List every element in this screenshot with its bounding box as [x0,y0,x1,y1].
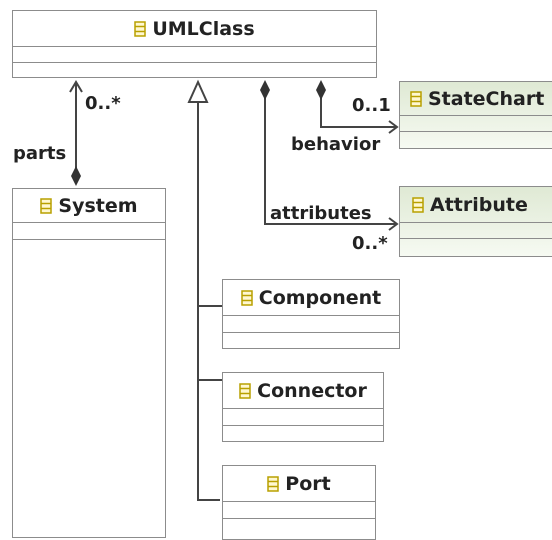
generalization-triangle [187,79,209,103]
class-attribute[interactable]: Attribute [399,186,552,257]
class-system[interactable]: System [12,188,166,538]
class-attribute-header: Attribute [400,187,552,222]
class-umlclass-header: UMLClass [13,11,376,46]
class-icon [267,475,280,492]
class-statechart-name: StateChart [428,87,545,110]
attributes-composition-diamond [260,80,270,100]
attributes-association-line[interactable] [264,96,397,225]
class-attribute-name: Attribute [430,193,528,216]
class-connector-operations-compartment [223,425,383,441]
parts-arrowhead [69,80,83,93]
behavior-association-line[interactable] [320,96,397,128]
parts-role-label: parts [13,143,67,164]
class-icon [40,197,53,214]
class-attribute-operations-compartment [400,238,552,256]
class-connector[interactable]: Connector [222,372,384,442]
parts-multiplicity-label: 0..* [85,93,121,114]
class-system-header: System [13,189,165,222]
class-connector-attributes-compartment [223,408,383,425]
class-icon [241,289,253,306]
class-icon [410,90,422,107]
class-component[interactable]: Component [222,279,400,349]
class-statechart[interactable]: StateChart [399,81,552,149]
behavior-arrowhead [388,120,399,134]
attributes-arrowhead [388,217,399,231]
class-port-attributes-compartment [223,501,375,518]
behavior-multiplicity-label: 0..1 [352,95,391,116]
class-port-name: Port [285,472,331,495]
class-connector-name: Connector [257,379,367,402]
class-umlclass[interactable]: UMLClass [12,10,377,78]
class-component-attributes-compartment [223,315,399,332]
class-connector-header: Connector [223,373,383,408]
class-statechart-attributes-compartment [400,115,552,131]
class-umlclass-attributes-compartment [13,46,376,62]
class-port-operations-compartment [223,518,375,539]
behavior-composition-diamond [316,80,326,100]
class-port[interactable]: Port [222,465,376,540]
class-attribute-attributes-compartment [400,222,552,238]
class-system-attributes-compartment [13,222,165,239]
class-component-name: Component [258,286,382,309]
class-statechart-header: StateChart [400,82,552,115]
class-component-operations-compartment [223,332,399,348]
parts-composition-diamond [71,166,81,186]
class-icon [239,382,251,399]
attributes-multiplicity-label: 0..* [352,233,388,254]
generalization-line[interactable] [197,102,220,501]
class-icon [134,20,147,37]
class-system-name: System [58,194,138,217]
class-system-operations-compartment [13,239,165,539]
class-port-header: Port [223,466,375,501]
behavior-role-label: behavior [291,134,381,155]
attributes-role-label: attributes [270,203,372,224]
class-umlclass-operations-compartment [13,62,376,77]
class-icon [412,196,424,213]
class-component-header: Component [223,280,399,315]
class-statechart-operations-compartment [400,131,552,148]
class-umlclass-name: UMLClass [152,17,255,40]
